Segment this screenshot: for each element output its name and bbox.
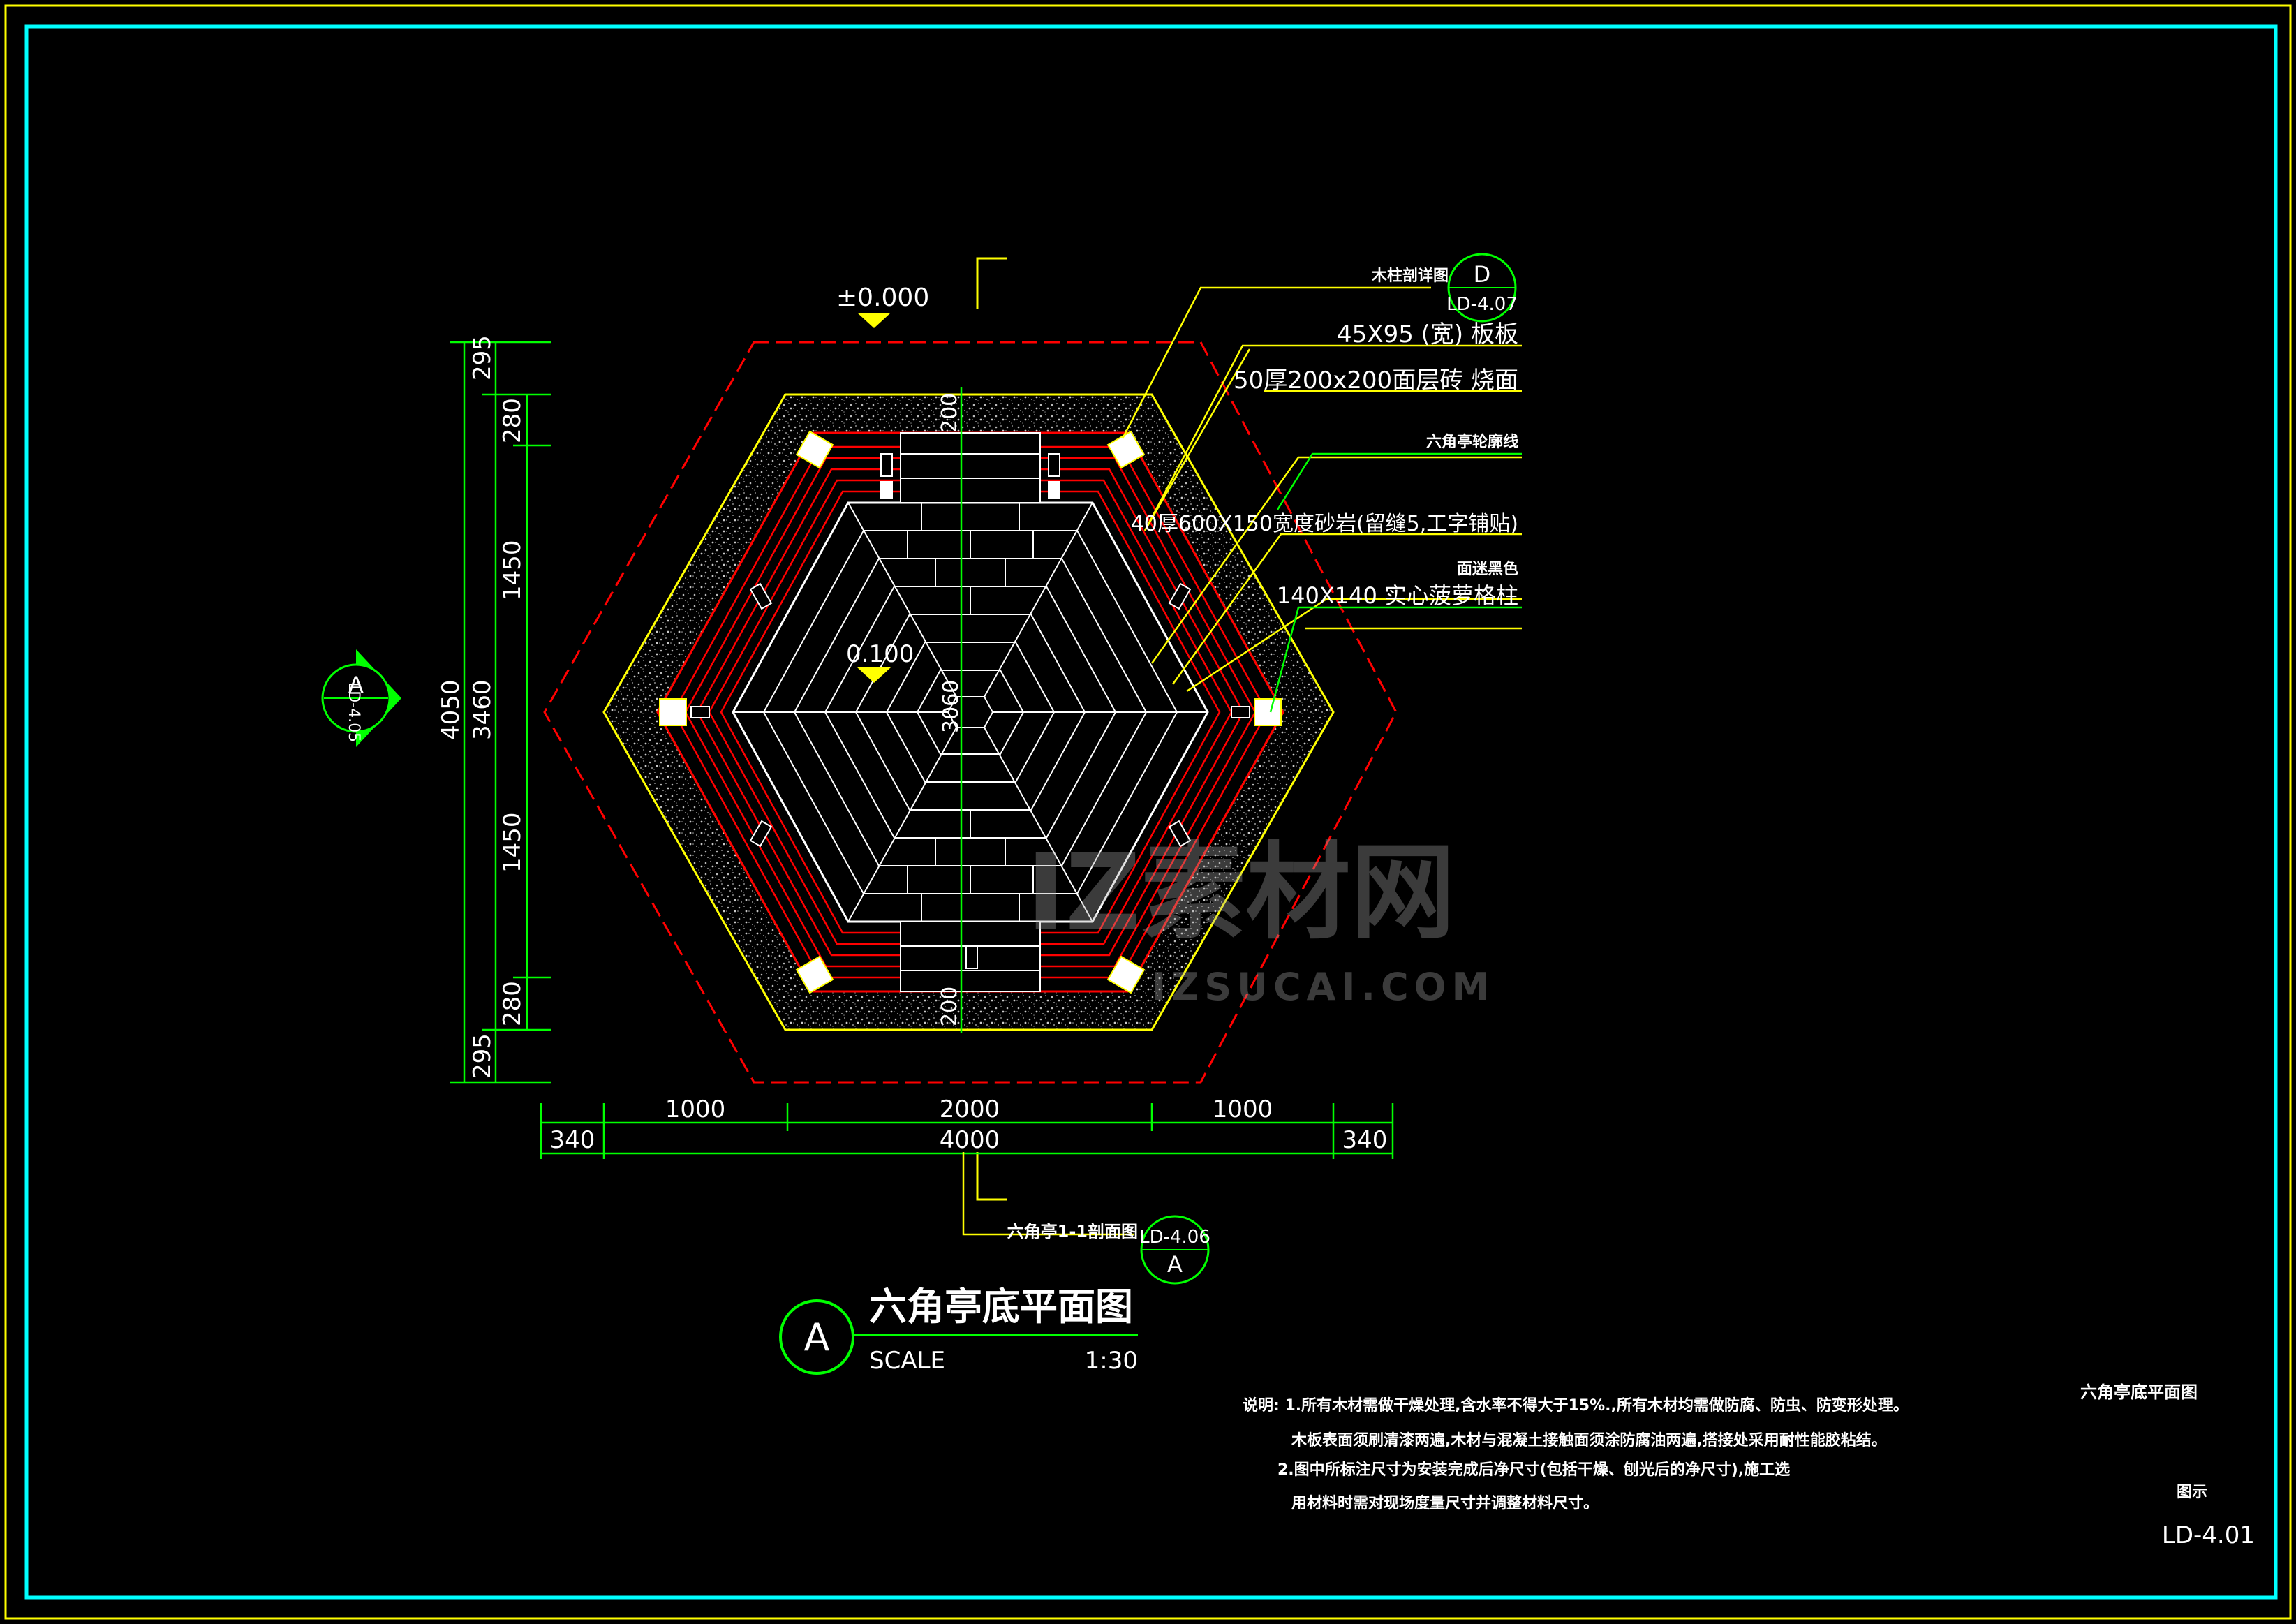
columns <box>659 430 1282 994</box>
scale-label: SCALE <box>869 1347 945 1375</box>
elevation-top-triangle <box>857 313 891 328</box>
detail-callout: 木柱剖详图 D LD-4.07 <box>1371 253 1518 323</box>
sheet-info: 六角亭底平面图 图示 LD-4.01 <box>2080 1382 2255 1549</box>
title-block: A 六角亭底平面图 SCALE 1:30 <box>779 1285 1138 1375</box>
vertical-dimension-texts: 295 280 1450 3460 1450 280 295 4050 <box>437 335 526 1079</box>
dim-h-1000-left: 1000 <box>665 1095 726 1123</box>
detail-letter: D <box>1474 261 1491 288</box>
sheet-name: 六角亭底平面图 <box>2080 1382 2198 1402</box>
dim-h-340-left: 340 <box>550 1126 595 1154</box>
dim-center-middle: 3060 <box>939 680 963 733</box>
column-top-left <box>795 430 834 469</box>
sheet-number: LD-4.01 <box>2162 1521 2255 1549</box>
dim-center-bottom: 200 <box>938 987 962 1026</box>
section-letter: A <box>1167 1251 1183 1278</box>
detail-label: 木柱剖详图 <box>1371 267 1449 285</box>
column-bottom-right <box>1106 955 1146 994</box>
view-marker-circle <box>779 1299 854 1375</box>
dim-h-4000: 4000 <box>940 1126 1000 1154</box>
drawing-frame <box>24 24 2278 1600</box>
note-line-1: 说明: 1.所有木材需做干燥处理,含水率不得大于15%.,所有木材均需做防腐、防… <box>1243 1396 1909 1415</box>
top-walkway <box>900 432 1041 503</box>
left-section-marker: A LD-4.05 <box>321 649 401 747</box>
left-marker-letter: A <box>348 672 364 698</box>
dim-h-1000-right: 1000 <box>1213 1095 1273 1123</box>
horizontal-dimension-texts: 1000 2000 1000 4000 340 340 <box>550 1095 1388 1154</box>
drawing-title: 六角亭底平面图 <box>869 1285 1133 1329</box>
column-top-right <box>1106 430 1146 469</box>
callout-board: 45X95 (宽) 板板 <box>1337 320 1518 348</box>
dim-v-280-top: 280 <box>498 398 526 443</box>
callout-outline: 六角亭轮廓线 <box>1426 433 1518 451</box>
dim-h-340-right: 340 <box>1342 1126 1388 1154</box>
outer-border <box>4 4 2292 1620</box>
note-line-3: 2.图中所标注尺寸为安装完成后净尺寸(包括干燥、刨光后的净尺寸),施工选 <box>1277 1461 1790 1479</box>
connector-details <box>690 453 1250 969</box>
notes: 说明: 1.所有木材需做干燥处理,含水率不得大于15%.,所有木材均需做防腐、防… <box>1243 1396 1909 1512</box>
elevation-top-label: ±0.000 <box>836 283 929 312</box>
note-line-4: 用材料时需对现场度量尺寸并调整材料尺寸。 <box>1291 1494 1599 1512</box>
section-cut-top <box>976 257 1007 309</box>
callout-leaders <box>1121 286 1522 693</box>
column-right <box>1254 698 1282 726</box>
dim-v-280-bottom: 280 <box>498 981 526 1026</box>
dim-v-3460: 3460 <box>468 679 496 740</box>
watermark-url: IZSUCAI.COM <box>1152 965 1495 1009</box>
watermark: IZ素材网 IZSUCAI.COM <box>1026 832 1495 1009</box>
column-leader-green <box>1269 606 1522 713</box>
section-reference: 六角亭1-1剖面图 LD-4.06 A <box>962 1152 1210 1285</box>
detail-sheet: LD-4.07 <box>1446 294 1518 315</box>
view-marker-letter: A <box>804 1315 830 1359</box>
sheet-caption: 图示 <box>2177 1484 2207 1501</box>
section-sheet: LD-4.06 <box>1139 1227 1210 1248</box>
vertical-dimension-lines <box>450 341 551 1084</box>
dim-v-4050: 4050 <box>437 679 465 740</box>
note-line-2: 木板表面须刷清漆两遍,木材与混凝土接触面须涂防腐油两遍,搭接处采用耐性能胶粘结。 <box>1291 1431 1887 1449</box>
callout-sandstone: 40厚600X150宽度砂岩(留缝5,工字铺贴) <box>1131 512 1518 536</box>
section-cut-bottom <box>976 1152 1007 1201</box>
elevation-inner-label: 0.100 <box>846 640 914 668</box>
dim-h-2000: 2000 <box>940 1095 1000 1123</box>
elevation-inner-triangle <box>857 667 891 683</box>
dim-v-295-top: 295 <box>468 335 496 381</box>
outline-leader-green <box>1276 452 1522 510</box>
scale-value: 1:30 <box>1085 1347 1138 1375</box>
section-label: 六角亭1-1剖面图 <box>1007 1222 1138 1241</box>
callout-surface: 面迷黑色 <box>1457 560 1518 578</box>
paving-joints <box>907 503 1034 922</box>
callout-texts: 45X95 (宽) 板板 50厚200x200面层砖 烧面 六角亭轮廓线 40厚… <box>1131 320 1518 609</box>
dim-v-295-bottom: 295 <box>468 1033 496 1079</box>
watermark-brand: IZ素材网 <box>1026 832 1456 954</box>
elevation-inner: 0.100 <box>846 640 914 683</box>
column-bottom-left <box>795 955 834 994</box>
outline-dashed-hexagon <box>543 341 1398 1084</box>
callout-face-brick: 50厚200x200面层砖 烧面 <box>1234 367 1518 394</box>
column-left <box>659 698 687 726</box>
elevation-top: ±0.000 <box>836 283 929 328</box>
left-marker-sheet: LD-4.05 <box>345 682 362 742</box>
dim-v-1450-top: 1450 <box>498 540 526 600</box>
dim-center-top: 200 <box>938 393 962 433</box>
callout-column: 140X140 实心菠萝格柱 <box>1277 582 1518 609</box>
horizontal-dimension-lines <box>540 1103 1394 1159</box>
dim-v-1450-bottom: 1450 <box>498 812 526 873</box>
paving-radials <box>733 502 1208 922</box>
